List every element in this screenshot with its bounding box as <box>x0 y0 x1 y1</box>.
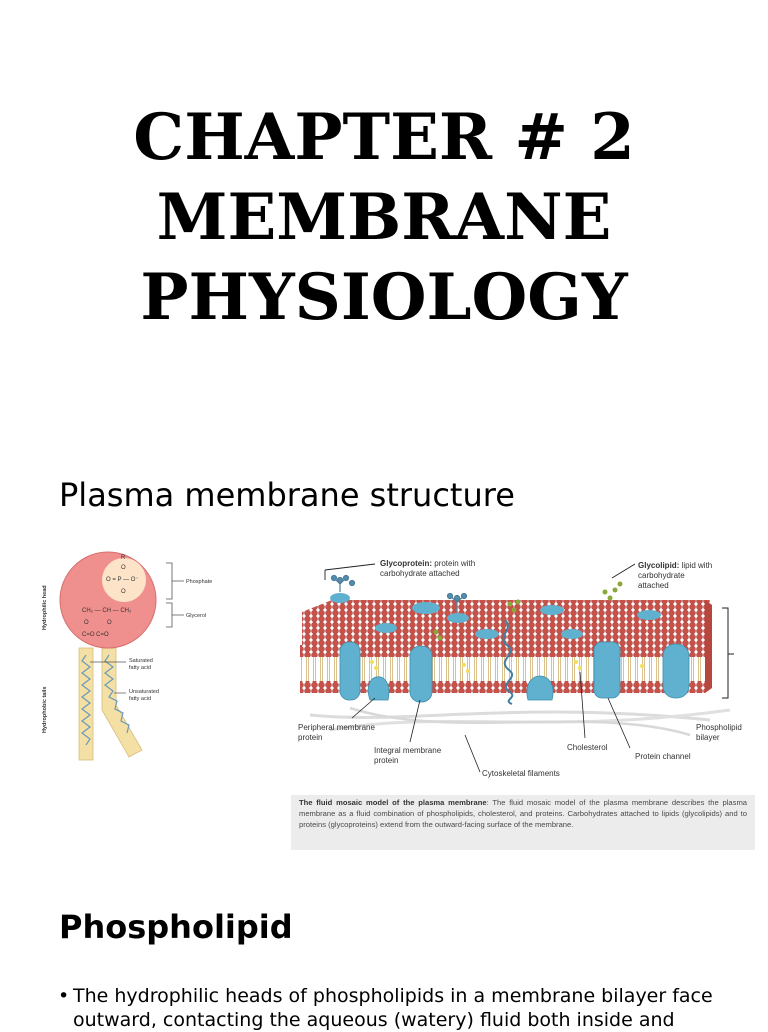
glycolipid-text-2: carbohydrate <box>638 571 685 580</box>
surface-protein-1 <box>412 602 440 614</box>
bilayer-label-1: Phospholipid <box>696 723 742 732</box>
cholesterol-label: Cholesterol <box>567 743 608 752</box>
caption-bold: The fluid mosaic model of the plasma mem… <box>299 798 487 807</box>
glycolipid-text-1: lipid with <box>679 561 712 570</box>
bullet-line-2: outward, contacting the aqueous (watery)… <box>73 1009 675 1031</box>
caption-text: : The fluid mosaic model of the plasma m… <box>299 798 747 829</box>
peripheral-label-1: Peripheral membrane <box>298 723 375 732</box>
cytoskeletal-label: Cytoskeletal filaments <box>482 769 560 778</box>
phosphate-bracket <box>166 562 184 600</box>
chem-o-top: O <box>121 565 126 571</box>
peripheral-pointer <box>351 697 376 719</box>
integral-protein-2 <box>409 645 433 703</box>
surface-protein-4 <box>540 605 564 615</box>
cytoskeletal-filament-1 <box>309 710 711 722</box>
cholesterol-pointer <box>579 671 586 739</box>
chem-o-mid: O <box>121 589 126 595</box>
peripheral-protein <box>367 676 390 701</box>
glycoprotein-text-2: carbohydrate attached <box>380 569 460 578</box>
cytoskeletal-filament-3 <box>349 706 691 737</box>
phospholipid-heading: Phospholipid <box>59 908 293 946</box>
glycoprotein-pointer <box>324 563 376 580</box>
membrane-right-side <box>705 600 712 693</box>
integral-protein-4 <box>662 643 690 699</box>
membrane-lower-heads <box>300 681 705 693</box>
bullet-symbol: • <box>58 985 70 1007</box>
surface-protein-6 <box>447 613 469 623</box>
bullet-item: •The hydrophilic heads of phospholipids … <box>58 984 758 1032</box>
glycoprotein-label: Glycoprotein: protein with <box>380 559 475 568</box>
alpha-helix <box>502 619 514 705</box>
surface-protein-5 <box>637 610 661 620</box>
glycoprotein-carbohydrate-2 <box>446 592 468 612</box>
peripheral-label-2: protein <box>298 733 322 742</box>
hydrophilic-head-label: Hydrophilic head <box>42 585 48 630</box>
cholesterol-molecules <box>370 660 644 673</box>
chem-glycerol-row: CH₂ — CH — CH₂ <box>82 608 132 614</box>
chapter-title: CHAPTER # 2 MEMBRANE PHYSIOLOGY <box>0 98 768 338</box>
phosphate-label: Phosphate <box>186 579 212 585</box>
glycolipid-bold: Glycolipid: <box>638 561 679 570</box>
glycoprotein-text-1: protein with <box>432 559 475 568</box>
glycerol-label: Glycerol <box>186 613 206 619</box>
unsaturated-tail <box>101 647 143 758</box>
integral-label-1: Integral membrane <box>374 746 442 755</box>
saturated-zigzag <box>81 654 91 746</box>
glycolipid-pointer <box>611 563 636 579</box>
chem-phosphate-row: O = P — O⁻ <box>106 577 139 583</box>
saturated-tail <box>78 647 94 761</box>
cytoskeletal-pointer <box>464 734 481 773</box>
integral-pointer <box>409 699 421 743</box>
integral-protein-3 <box>593 641 621 699</box>
glycerol-bracket <box>166 602 184 628</box>
membrane-upper-heads <box>300 645 705 657</box>
surface-protein-2 <box>375 623 397 633</box>
unsaturated-label-1: Unsaturated <box>129 689 159 695</box>
chem-o-left: O <box>84 620 89 626</box>
bilayer-label-2: bilayer <box>696 733 720 742</box>
bullet-line-1: •The hydrophilic heads of phospholipids … <box>58 984 758 1008</box>
bullet-text-1: The hydrophilic heads of phospholipids i… <box>73 985 713 1007</box>
hydrophobic-tails-label: Hydrophobic tails <box>42 687 48 733</box>
membrane-tails <box>300 657 705 681</box>
surface-protein-7 <box>561 629 583 639</box>
channel-pointer <box>607 697 631 749</box>
glycoprotein-bold: Glycoprotein: <box>380 559 432 568</box>
chem-ester-row: C=O C=O <box>82 632 109 638</box>
phospholipid-figure: Hydrophilic head Hydrophobic tails R O O… <box>8 545 230 767</box>
glycoprotein-carbohydrate <box>330 574 356 603</box>
section-heading: Plasma membrane structure <box>59 476 515 514</box>
glycolipid-carbohydrate <box>433 581 623 641</box>
bilayer-bracket <box>722 607 734 699</box>
saturated-label-2: fatty acid <box>129 665 151 671</box>
fluid-mosaic-figure: Glycoprotein: protein with carbohydrate … <box>290 550 758 795</box>
title-line-1: CHAPTER # 2 <box>133 100 635 175</box>
integral-label-2: protein <box>374 756 398 765</box>
chem-r: R <box>121 555 126 561</box>
title-line-2: MEMBRANE <box>156 180 612 255</box>
title-line-3: PHYSIOLOGY <box>140 260 628 335</box>
integral-protein-1 <box>339 641 361 701</box>
saturated-label-1: Saturated <box>129 658 153 664</box>
peripheral-protein-2 <box>526 675 554 701</box>
unsaturated-label-2: fatty acid <box>129 696 151 702</box>
phosphate-region <box>102 558 146 602</box>
glycolipid-label: Glycolipid: lipid with <box>638 561 712 570</box>
figure-caption: The fluid mosaic model of the plasma mem… <box>291 795 755 850</box>
unsaturated-zigzag <box>104 654 130 734</box>
glycolipid-text-3: attached <box>638 581 669 590</box>
surface-protein-3 <box>475 629 499 639</box>
protein-channel-label: Protein channel <box>635 752 691 761</box>
chem-o-right: O <box>107 620 112 626</box>
